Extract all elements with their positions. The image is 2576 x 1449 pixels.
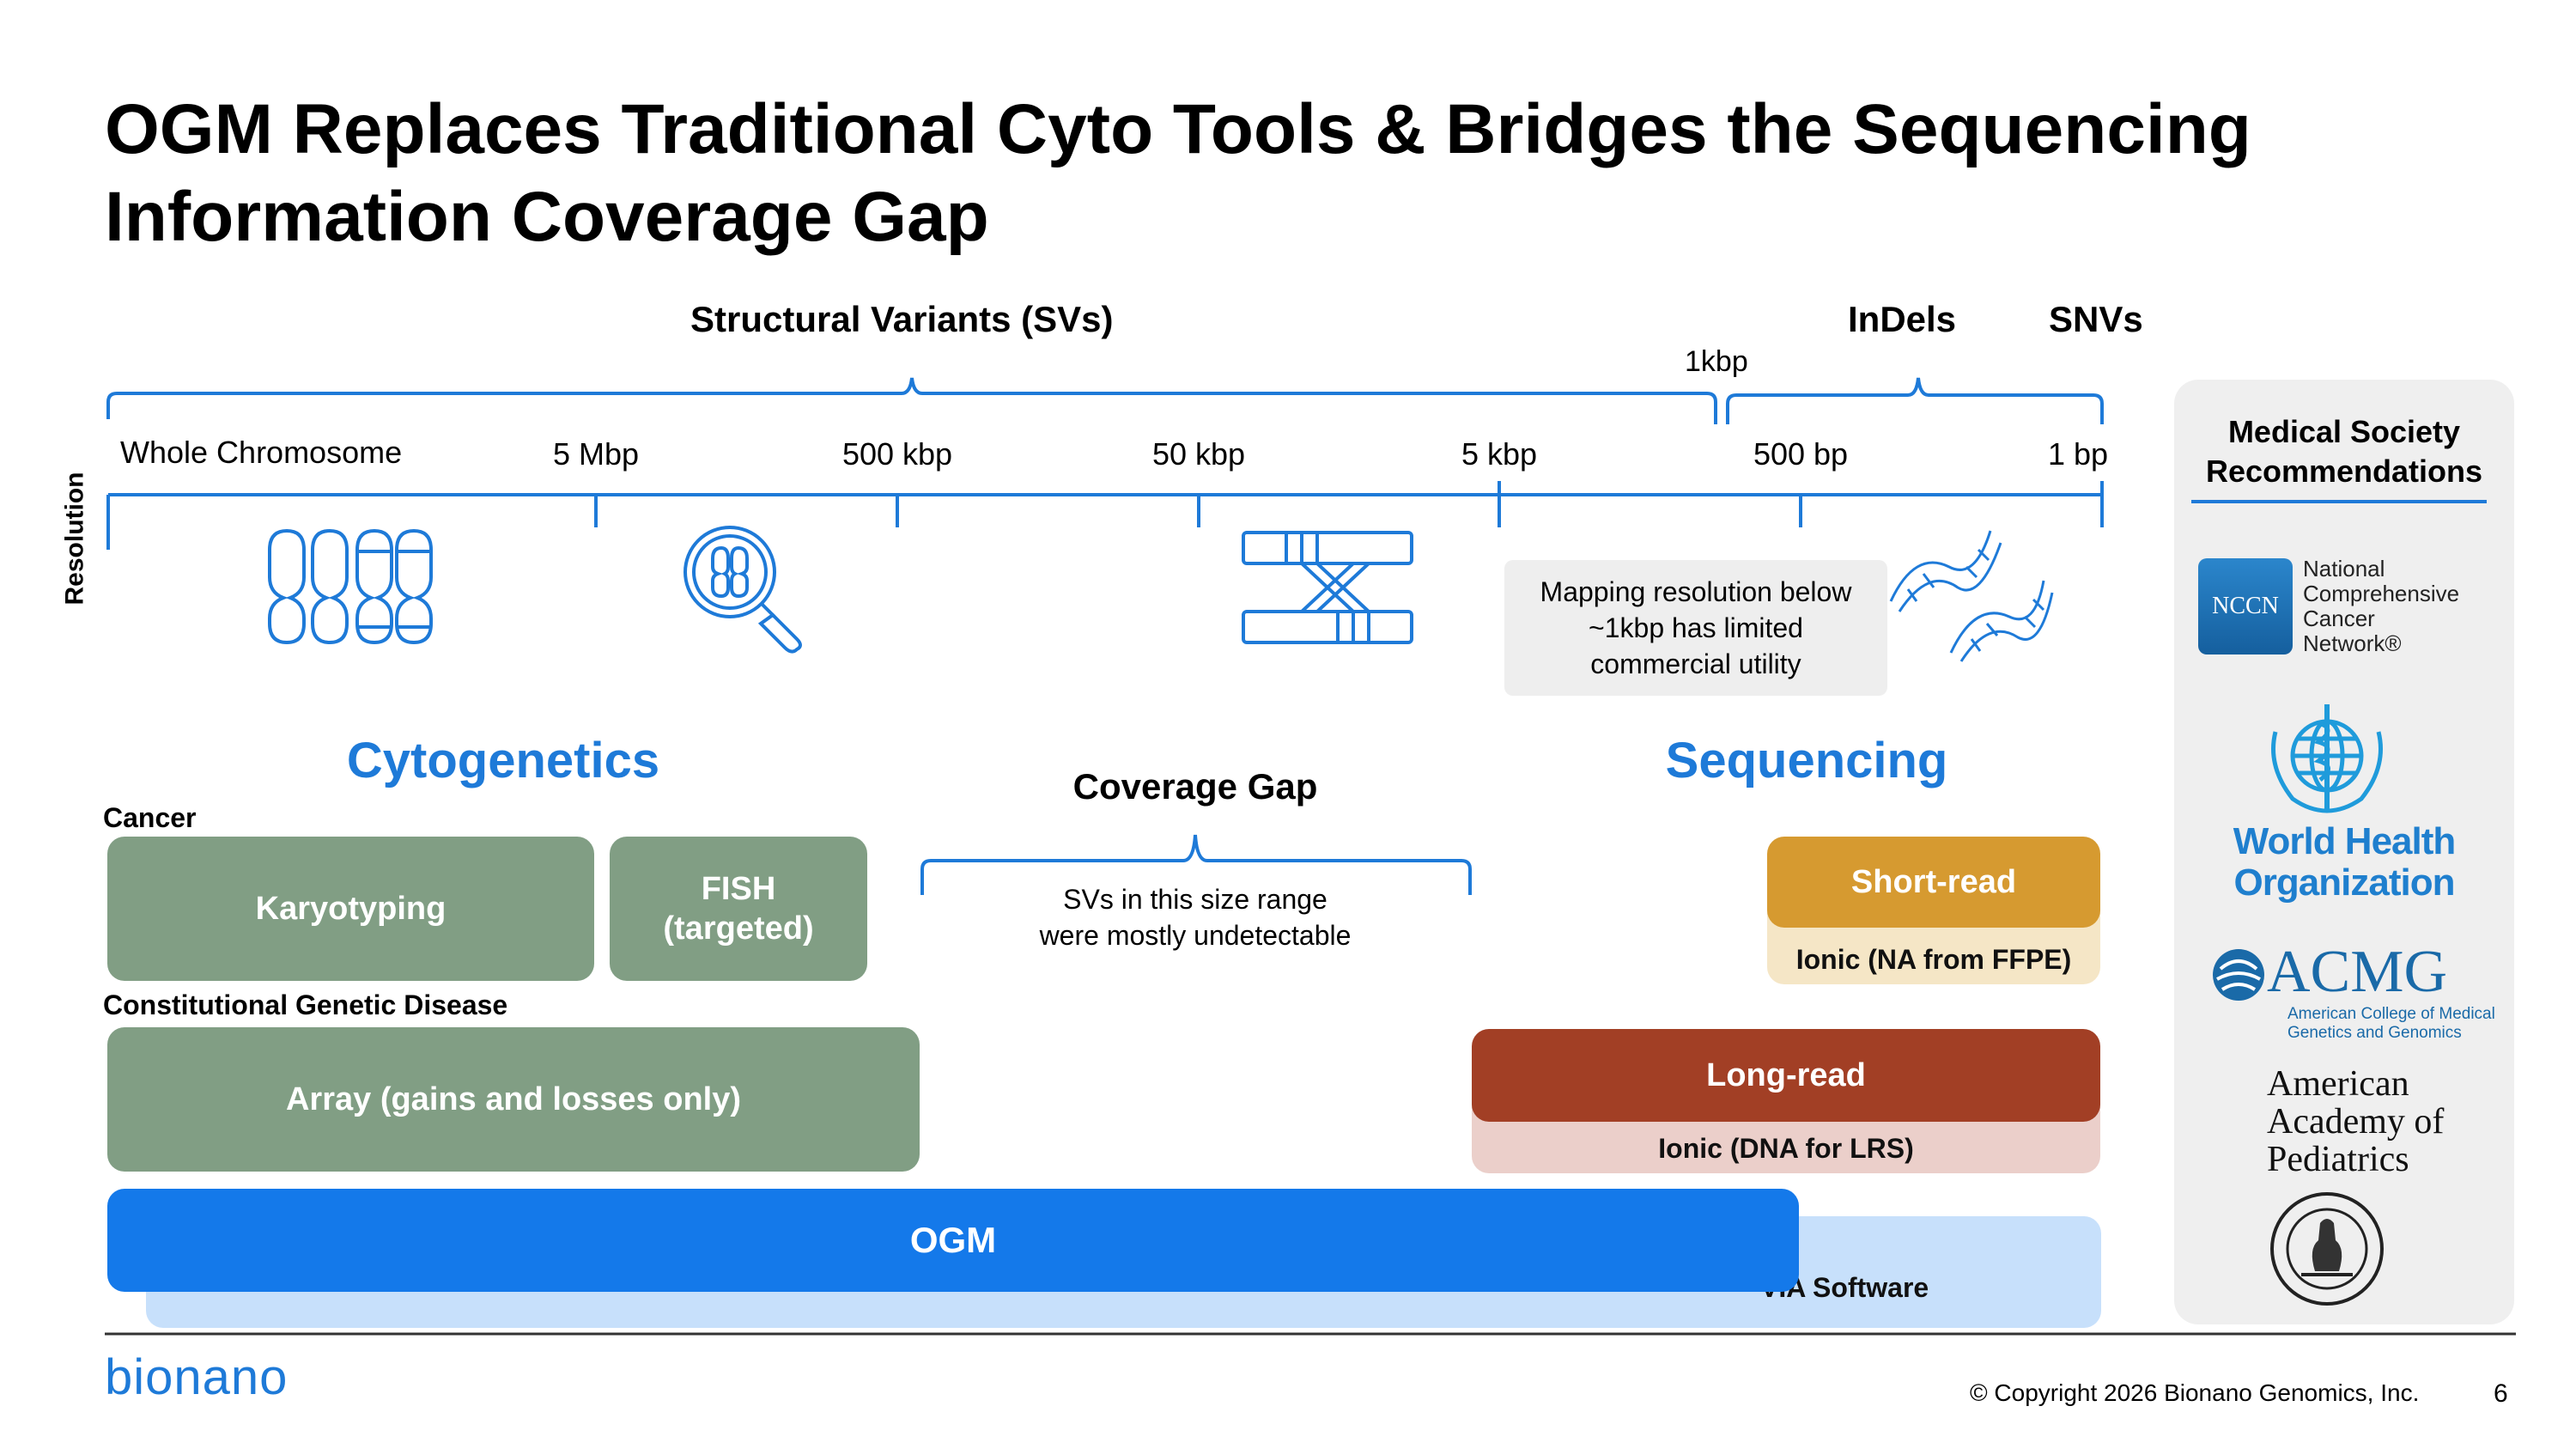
- magnifier-chromosome-icon: [683, 526, 802, 654]
- note-line-2: ~1kbp has limited: [1589, 612, 1803, 643]
- acmg-sub-1: American College of Medical: [2287, 1005, 2495, 1023]
- who-name: World Health Organization: [2174, 821, 2514, 904]
- svs-label: Structural Variants (SVs): [690, 299, 1114, 339]
- fish-line-2: (targeted): [663, 910, 814, 947]
- panel-heading-line-2: Recommendations: [2205, 454, 2483, 489]
- aap-line-1: American: [2267, 1064, 2409, 1104]
- coverage-gap-heading: Coverage Gap: [1072, 766, 1318, 807]
- aap-seal-icon: [2270, 1192, 2384, 1306]
- chromosome-icon: [268, 528, 433, 645]
- title-line-1: OGM Replaces Traditional Cyto Tools & Br…: [105, 90, 2251, 168]
- mapping-resolution-note: Mapping resolution below ~1kbp has limit…: [1504, 560, 1887, 696]
- copyright-text: © Copyright 2026 Bionano Genomics, Inc.: [1970, 1379, 2420, 1406]
- aap-line-3: Pediatrics: [2267, 1140, 2409, 1179]
- who-line-1: World Health: [2233, 820, 2457, 862]
- panel-heading-underline: [2191, 500, 2487, 503]
- acmg-subtitle: American College of Medical Genetics and…: [2287, 1005, 2495, 1043]
- who-line-2: Organization: [2233, 861, 2456, 904]
- title-line-2: Information Coverage Gap: [105, 178, 989, 256]
- gap-line-2: were mostly undetectable: [1039, 920, 1352, 951]
- indels-brace: [1726, 377, 2104, 424]
- tick-1bp: 1 bp: [2047, 436, 2109, 472]
- nccn-logo: NCCN: [2198, 558, 2293, 654]
- aap-name: American Academy of Pediatrics: [2267, 1065, 2444, 1178]
- who-emblem-icon: [2271, 704, 2383, 813]
- page-title: OGM Replaces Traditional Cyto Tools & Br…: [105, 86, 2423, 261]
- tick-50kbp: 50 kbp: [1151, 436, 1246, 472]
- bionano-logo: bionano: [105, 1349, 289, 1405]
- acmg-globe-icon: [2213, 949, 2264, 1001]
- coverage-gap-brace: [920, 834, 1472, 895]
- gap-line-1: SVs in this size range: [1063, 884, 1327, 915]
- resolution-axis-label: Resolution: [60, 472, 89, 606]
- nccn-name-2: Comprehensive: [2303, 581, 2460, 606]
- aap-line-2: Academy of: [2267, 1102, 2445, 1142]
- nccn-name-4: Network®: [2303, 630, 2402, 656]
- tick-5mbp: 5 Mbp: [552, 436, 640, 472]
- note-line-3: commercial utility: [1590, 648, 1801, 679]
- cytogenetics-heading: Cytogenetics: [346, 733, 660, 788]
- panel-heading: Medical Society Recommendations: [2174, 412, 2514, 491]
- coverage-gap-text: SVs in this size range were mostly undet…: [1040, 881, 1352, 953]
- svs-brace: [106, 377, 1717, 424]
- array-box: Array (gains and losses only): [107, 1027, 920, 1172]
- note-line-1: Mapping resolution below: [1540, 576, 1852, 607]
- karyotyping-box: Karyotyping: [107, 837, 594, 981]
- ogm-box: OGM: [107, 1189, 1799, 1292]
- sequencing-heading: Sequencing: [1665, 733, 1948, 788]
- resolution-axis-label-wrap: Resolution: [45, 472, 96, 606]
- tick-whole-chromosome: Whole Chromosome: [120, 435, 403, 470]
- acmg-name: ACMG: [2267, 939, 2448, 1005]
- panel-heading-line-1: Medical Society: [2227, 414, 2461, 449]
- snvs-label: SNVs: [2049, 299, 2143, 339]
- fish-box: FISH (targeted): [610, 837, 867, 981]
- cancer-row-label: Cancer: [103, 802, 197, 833]
- nccn-name-3: Cancer: [2303, 606, 2375, 631]
- tick-500kbp: 500 kbp: [841, 436, 953, 472]
- nccn-name-1: National: [2303, 556, 2385, 581]
- long-read-box: Long-read: [1472, 1029, 2100, 1122]
- nccn-name: National Comprehensive Cancer Network®: [2303, 557, 2459, 656]
- constitutional-row-label: Constitutional Genetic Disease: [103, 989, 508, 1020]
- acmg-sub-2: Genetics and Genomics: [2287, 1024, 2462, 1042]
- indels-label: InDels: [1848, 299, 1957, 339]
- tick-5kbp: 5 kbp: [1461, 436, 1538, 472]
- tick-500bp: 500 bp: [1753, 436, 1849, 472]
- short-read-box: Short-read: [1767, 837, 2100, 928]
- kbp-marker-label: 1kbp: [1685, 345, 1748, 378]
- dna-icon: [1889, 530, 2054, 662]
- page-number: 6: [2494, 1379, 2508, 1408]
- rearrangement-icon: [1242, 531, 1413, 644]
- fish-line-1: FISH: [701, 871, 776, 907]
- medical-society-panel: [2174, 380, 2514, 1324]
